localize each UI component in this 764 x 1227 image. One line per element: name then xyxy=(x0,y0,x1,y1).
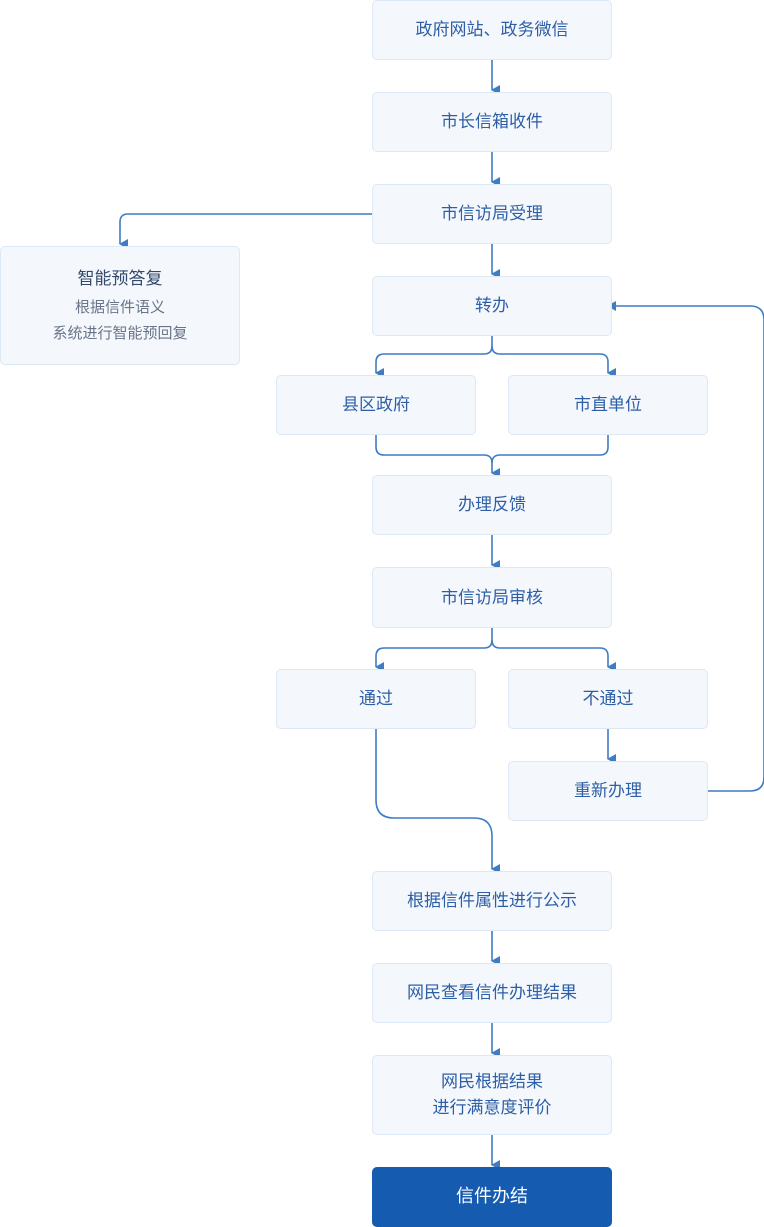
node-city-unit-label: 市直单位 xyxy=(574,395,642,415)
node-accept: 市信访局受理 xyxy=(372,184,612,244)
connector-review-split-left xyxy=(375,628,493,672)
node-finish-label: 信件办结 xyxy=(456,1186,528,1207)
node-fail: 不通过 xyxy=(508,669,708,729)
node-review: 市信访局审核 xyxy=(372,567,612,628)
connector-review-split-right xyxy=(491,639,616,672)
connector-merge-left xyxy=(375,435,500,478)
node-accept-label: 市信访局受理 xyxy=(441,204,543,224)
node-ai-reply-line1: 根据信件语义 xyxy=(74,297,165,316)
node-evaluate-line1: 网民根据结果 xyxy=(441,1072,543,1092)
connector-transfer-split-left xyxy=(375,336,493,378)
node-receive: 市长信箱收件 xyxy=(372,92,612,152)
node-redo: 重新办理 xyxy=(508,761,708,821)
node-county-label: 县区政府 xyxy=(342,395,410,415)
connector-merge-right xyxy=(491,435,609,464)
node-transfer: 转办 xyxy=(372,276,612,336)
node-feedback: 办理反馈 xyxy=(372,475,612,535)
node-evaluate: 网民根据结果 进行满意度评价 xyxy=(372,1055,612,1135)
node-pass-label: 通过 xyxy=(359,689,393,709)
node-receive-label: 市长信箱收件 xyxy=(441,112,543,132)
node-finish: 信件办结 xyxy=(372,1167,612,1227)
connector-accept-to-ai xyxy=(119,213,372,249)
node-view-result-label: 网民查看信件办理结果 xyxy=(407,983,577,1003)
node-review-label: 市信访局审核 xyxy=(441,587,543,608)
node-ai-reply-line2: 系统进行智能预回复 xyxy=(52,323,188,342)
connector-redo-loop xyxy=(607,301,764,792)
node-publicize: 根据信件属性进行公示 xyxy=(372,871,612,931)
node-ai-reply: 智能预答复 根据信件语义 系统进行智能预回复 xyxy=(0,246,240,365)
connector-transfer-split-right xyxy=(491,345,616,378)
node-county: 县区政府 xyxy=(276,375,476,435)
node-city-unit: 市直单位 xyxy=(508,375,708,435)
node-publicize-label: 根据信件属性进行公示 xyxy=(407,891,577,911)
node-fail-label: 不通过 xyxy=(582,689,634,709)
node-pass: 通过 xyxy=(276,669,476,729)
node-transfer-label: 转办 xyxy=(475,296,509,316)
node-evaluate-line2: 进行满意度评价 xyxy=(432,1098,552,1118)
node-redo-label: 重新办理 xyxy=(574,781,642,801)
node-source-label: 政府网站、政务微信 xyxy=(415,20,569,40)
node-view-result: 网民查看信件办理结果 xyxy=(372,963,612,1023)
connector-pass-to-publicize xyxy=(375,729,500,874)
node-source: 政府网站、政务微信 xyxy=(372,0,612,60)
node-ai-reply-title: 智能预答复 xyxy=(77,268,163,289)
node-feedback-label: 办理反馈 xyxy=(458,495,526,515)
